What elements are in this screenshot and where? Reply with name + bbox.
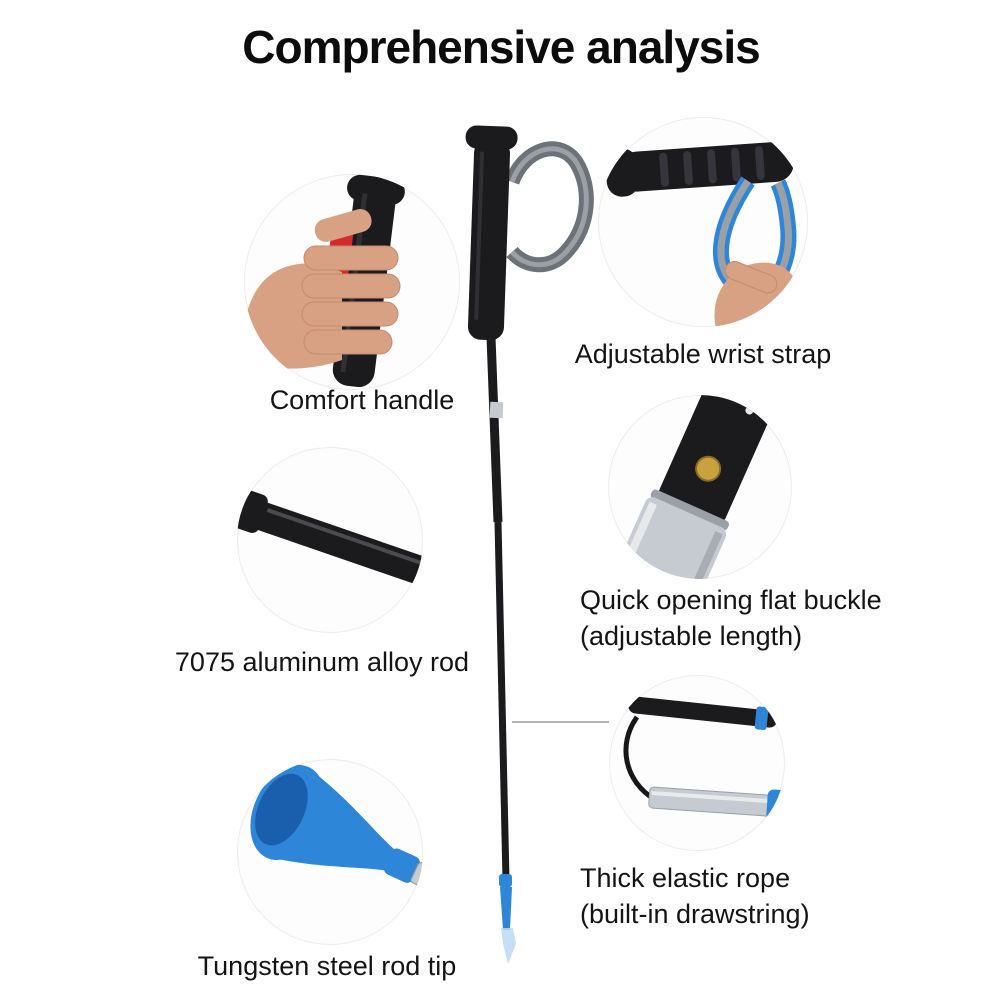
label-elastic-rope-line1: Thick elastic rope <box>580 863 791 893</box>
comfort-handle-photo <box>244 174 405 388</box>
pole-handle <box>465 125 518 341</box>
aluminum-rod-photo <box>237 487 423 587</box>
label-comfort-handle-text: Comfort handle <box>269 385 455 415</box>
label-flat-buckle-line1: Quick opening flat buckle <box>580 585 882 615</box>
label-aluminum-rod: 7075 aluminum alloy rod <box>142 644 502 680</box>
elastic-cord <box>623 715 656 802</box>
pole-strap <box>504 141 594 273</box>
label-rod-tip: Tungsten steel rod tip <box>167 948 487 984</box>
label-flat-buckle-line2: (adjustable length) <box>580 621 803 651</box>
callout-circle-comfort-handle <box>244 174 460 390</box>
rod-tip-photo <box>250 764 423 888</box>
label-elastic-rope-line2: (built-in drawstring) <box>580 899 810 929</box>
lower-folded-section <box>648 786 785 822</box>
alloy-rod <box>237 487 423 587</box>
pole-tip <box>499 874 516 964</box>
horizontal-grip <box>605 141 794 197</box>
wrist-strap-photo <box>605 141 801 327</box>
page-title: Comprehensive analysis <box>242 21 760 73</box>
label-comfort-handle: Comfort handle <box>212 382 512 418</box>
callout-circle-elastic-rope <box>609 675 785 851</box>
elastic-rope-photo <box>623 696 785 822</box>
callout-circle-aluminum-rod <box>237 447 423 633</box>
pole-upper-shaft <box>486 336 503 523</box>
label-elastic-rope: Thick elastic rope (built-in drawstring) <box>580 860 900 932</box>
label-flat-buckle: Quick opening flat buckle (adjustable le… <box>580 582 910 654</box>
label-wrist-strap: Adjustable wrist strap <box>553 336 853 372</box>
callout-circle-wrist-strap <box>598 117 808 327</box>
pole-lower-shaft <box>494 521 510 881</box>
label-wrist-strap-text: Adjustable wrist strap <box>574 339 832 369</box>
upper-folded-section <box>628 696 778 731</box>
callout-circle-rod-tip <box>237 759 423 945</box>
callout-circle-flat-buckle <box>608 395 792 579</box>
mud-basket-tip <box>250 764 423 888</box>
buckle-assembly <box>619 395 781 579</box>
label-rod-tip-text: Tungsten steel rod tip <box>197 951 457 981</box>
flat-buckle-photo <box>619 395 781 579</box>
label-aluminum-rod-text: 7075 aluminum alloy rod <box>174 647 470 677</box>
gripping-hand <box>244 209 401 369</box>
